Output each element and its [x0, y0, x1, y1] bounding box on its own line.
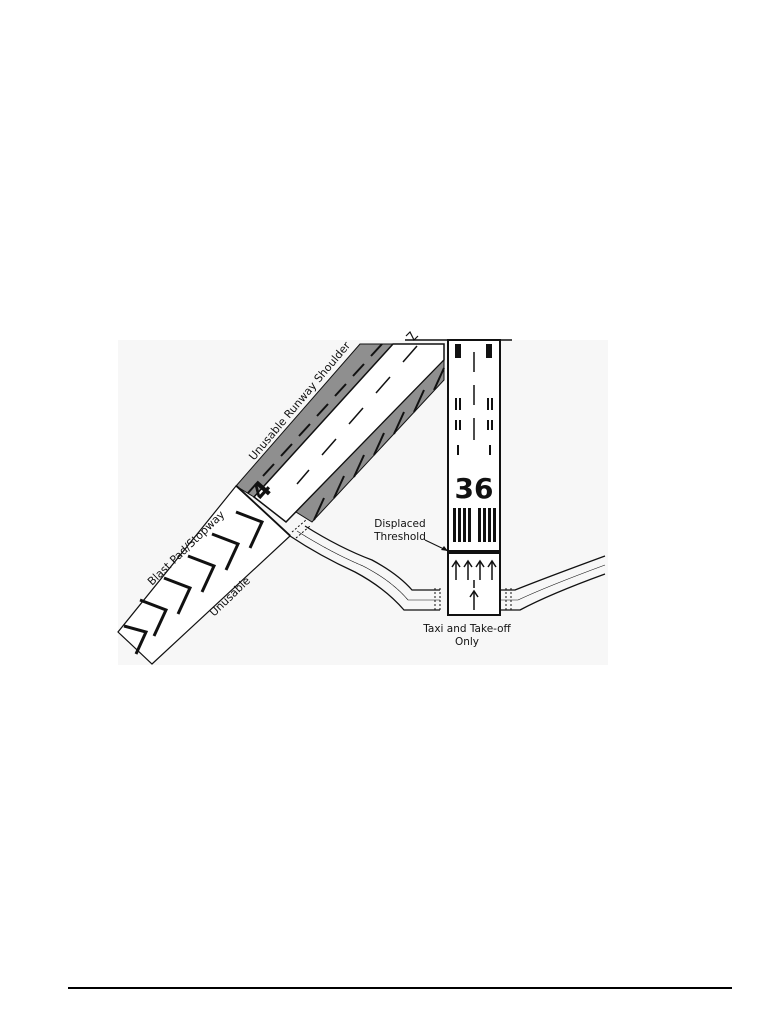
taxi-label-line1: Taxi and Take-off [422, 623, 511, 635]
runway-36-designator: 36 [455, 472, 494, 505]
runway-4: 4 [235, 343, 445, 537]
upper-shoulder-hatch [247, 343, 383, 494]
touchdown-markings [455, 398, 493, 455]
break-mark [405, 330, 419, 342]
right-taxiway [500, 555, 606, 611]
left-taxiway [289, 525, 440, 611]
displaced-label-line1: Displaced [374, 518, 425, 530]
lower-shoulder [295, 358, 445, 523]
far-threshold-bar-left [455, 344, 461, 358]
taxi-label-line2: Only [455, 636, 479, 648]
runway-36: 36 [447, 339, 501, 616]
footer-rule [68, 987, 732, 989]
left-taxiway-holding-marks [291, 519, 441, 612]
displaced-area-arrows [451, 559, 497, 610]
lower-shoulder-hatch [313, 367, 445, 521]
displaced-leader-arrowhead [441, 546, 448, 551]
threshold-piano-keys [453, 508, 496, 542]
taxi-takeoff-callout: Taxi and Take-off Only [422, 623, 511, 648]
displaced-threshold-callout: Displaced Threshold [373, 518, 449, 552]
runway-4-centerline [296, 345, 418, 485]
far-threshold-bar-right [486, 344, 492, 358]
displaced-label-line2: Threshold [373, 531, 426, 543]
displaced-threshold-bar [448, 550, 500, 554]
right-taxiway-holding-marks [505, 588, 512, 612]
chevrons [123, 510, 265, 655]
